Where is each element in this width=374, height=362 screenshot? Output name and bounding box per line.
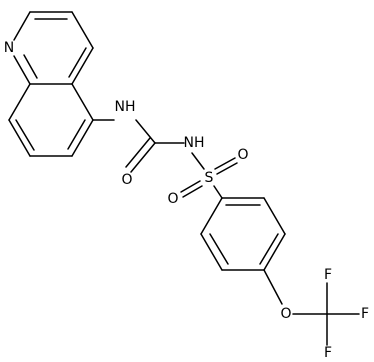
atom-label-sulfur: S xyxy=(205,170,214,186)
bond xyxy=(67,119,86,150)
bond xyxy=(23,54,38,79)
atom-label-sulfonyl-o-left: O xyxy=(167,191,178,207)
bond xyxy=(71,11,94,49)
atom-label-quinoline-n: N xyxy=(4,40,14,56)
bond xyxy=(214,157,236,170)
atom-label-carbonyl-o: O xyxy=(121,172,132,188)
bond xyxy=(8,119,31,157)
bond xyxy=(8,83,31,121)
bond xyxy=(13,55,31,85)
bond-layer xyxy=(8,11,360,346)
bond xyxy=(125,137,151,168)
atom-label-layer: N NH NH O S O O O F F F xyxy=(4,40,369,361)
bond xyxy=(263,197,286,235)
bond xyxy=(71,119,94,157)
atom-label-fluorine-top: F xyxy=(324,267,332,283)
bond xyxy=(209,233,229,265)
bond xyxy=(263,233,286,271)
bond xyxy=(71,83,94,121)
bond xyxy=(263,269,283,305)
bond xyxy=(259,233,279,265)
bond xyxy=(13,11,31,41)
atom-label-ether-o: O xyxy=(280,306,291,322)
bond xyxy=(182,185,203,198)
bond xyxy=(15,119,35,151)
bond xyxy=(68,47,87,78)
atom-label-fluorine-right: F xyxy=(361,306,369,322)
bond xyxy=(130,142,156,173)
atom-label-sulfonyl-o-right: O xyxy=(237,147,248,163)
bond xyxy=(191,152,205,170)
bond xyxy=(180,180,201,193)
bond xyxy=(200,233,223,271)
bond xyxy=(213,185,223,199)
atom-label-urea-nh: NH xyxy=(115,99,136,115)
atom-label-fluorine-bottom: F xyxy=(324,345,332,361)
bond xyxy=(216,162,238,175)
bond xyxy=(200,197,223,235)
bond xyxy=(135,119,156,144)
atom-label-sulfonyl-nh: NH xyxy=(184,135,205,151)
bond xyxy=(71,47,94,85)
